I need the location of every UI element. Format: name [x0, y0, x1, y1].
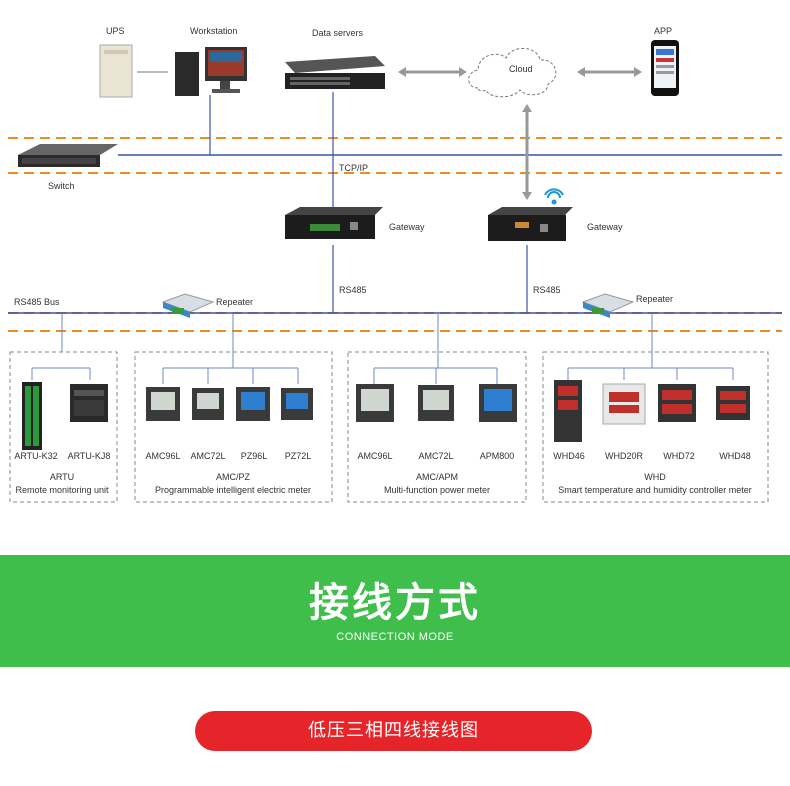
device-whd20r	[602, 383, 646, 425]
device-label: PZ96L	[240, 451, 268, 461]
banner-subtitle: CONNECTION MODE	[336, 631, 454, 643]
device-whd72	[658, 384, 696, 422]
wifi-icon	[544, 188, 564, 205]
ups-label: UPS	[106, 26, 125, 36]
workstation-icon	[175, 47, 247, 96]
cloud-icon	[468, 48, 557, 98]
app-label: APP	[654, 26, 673, 36]
device-label: ARTU-KJ8	[67, 451, 111, 461]
repeater-right-label: Repeater	[636, 294, 674, 304]
device-amc72l-1	[192, 388, 224, 420]
group-subtitle-whd: Smart temperature and humidity controlle…	[558, 485, 752, 495]
device-label: PZ72L	[284, 451, 312, 461]
device-whd46	[554, 380, 582, 442]
device-amc96l-2	[356, 384, 394, 422]
device-artu-k32	[22, 382, 42, 450]
repeater-left-icon	[161, 293, 215, 318]
device-label: WHD46	[553, 451, 585, 461]
device-label: AMC96L	[145, 451, 181, 461]
repeater-right-icon	[581, 293, 635, 318]
group-box-amc-pz	[134, 351, 333, 503]
gateway-right-label: Gateway	[587, 222, 623, 232]
device-whd48	[716, 386, 750, 420]
gateway-left-icon	[285, 207, 383, 239]
device-label: ARTU-K32	[14, 451, 58, 461]
data-servers-label: Data servers	[312, 28, 364, 38]
ups-icon	[99, 44, 133, 98]
group-box-amc-apm	[347, 351, 527, 503]
device-apm800	[479, 384, 517, 422]
rs485-left-label: RS485	[339, 285, 367, 295]
repeater-left-label: Repeater	[216, 297, 254, 307]
tcpip-label: TCP/IP	[339, 163, 369, 173]
rs485-right-label: RS485	[533, 285, 561, 295]
device-pz72l	[281, 388, 313, 420]
arrow-cloud-gateway	[522, 104, 532, 200]
gateway-right-icon	[488, 207, 573, 241]
group-box-whd	[542, 351, 769, 503]
cloud-label: Cloud	[509, 64, 533, 74]
wiring-diagram-pill: 低压三相四线接线图	[195, 711, 592, 751]
device-label: WHD72	[663, 451, 695, 461]
arrow-server-cloud	[398, 67, 467, 77]
group-subtitle-amc-pz: Programmable intelligent electric meter	[154, 485, 312, 495]
device-artu-kj8	[70, 384, 108, 422]
group-title-whd: WHD	[644, 472, 666, 482]
device-amc96l-1	[146, 387, 180, 421]
workstation-label: Workstation	[190, 26, 238, 36]
data-server-icon	[285, 56, 385, 89]
group-subtitle-amc-apm: Multi-function power meter	[383, 485, 491, 495]
device-pz96l	[236, 387, 270, 421]
switch-label: Switch	[48, 181, 75, 191]
device-label: WHD20R	[604, 451, 644, 461]
group-title-amc-apm: AMC/APM	[415, 472, 459, 482]
device-label: AMC72L	[418, 451, 454, 461]
device-label: AMC96L	[357, 451, 393, 461]
banner-title: 接线方式	[309, 580, 481, 626]
group-title-artu: ARTU	[49, 472, 75, 482]
device-label: WHD48	[719, 451, 751, 461]
section-banner	[0, 555, 790, 667]
group-subtitle-artu: Remote monitoring unit	[15, 485, 109, 495]
switch-icon	[18, 144, 118, 167]
network-diagram	[8, 40, 782, 503]
group-box-artu	[9, 351, 118, 503]
rs485-bus-label: RS485 Bus	[14, 297, 60, 307]
gateway-left-label: Gateway	[389, 222, 425, 232]
device-label: AMC72L	[190, 451, 226, 461]
arrow-cloud-app	[577, 67, 642, 77]
group-title-amc-pz: AMC/PZ	[215, 472, 251, 482]
device-label: APM800	[479, 451, 515, 461]
phone-icon	[651, 40, 679, 96]
device-amc72l-2	[418, 385, 454, 421]
